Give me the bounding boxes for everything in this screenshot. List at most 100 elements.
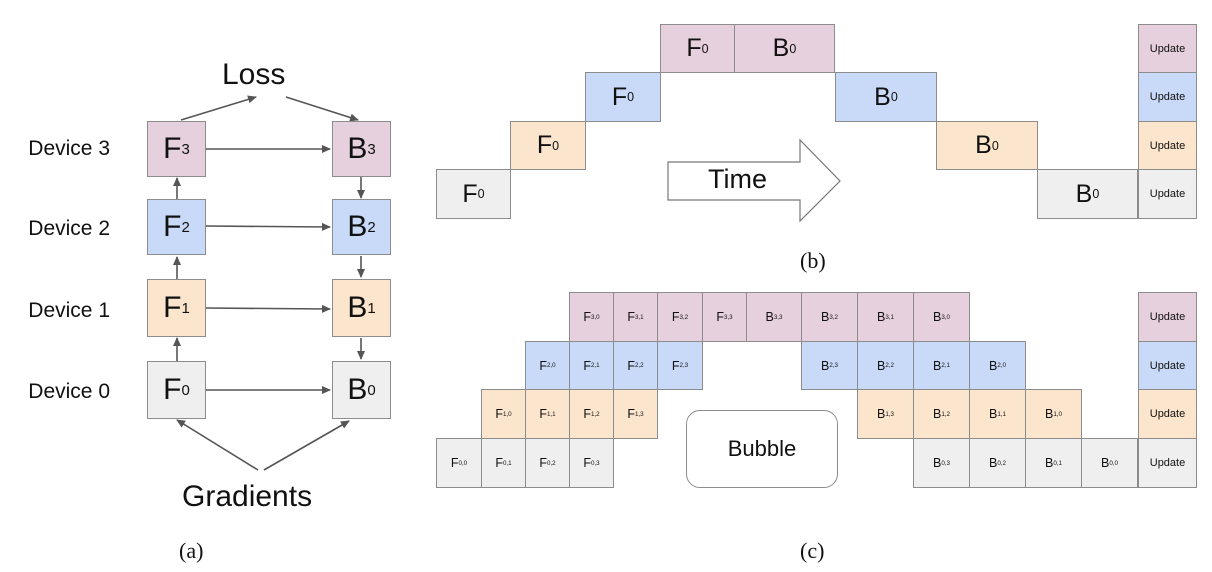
cell-label: B [820, 310, 830, 324]
backward-box-label: B [347, 210, 368, 243]
cell-sub: 2,3 [679, 362, 689, 369]
caption-b: (b) [800, 248, 826, 273]
cell-label: B [765, 310, 774, 324]
caption-a: (a) [179, 538, 204, 563]
cell-sub: 3,0 [941, 313, 951, 321]
cell-label: B [874, 82, 891, 111]
cell-label: F [627, 310, 635, 324]
cell-label: B [988, 456, 998, 470]
cell-label: B [876, 358, 886, 373]
cell-sub: 2,1 [590, 362, 600, 369]
cell-sub: 3,2 [829, 313, 839, 321]
forward-box-label: F [163, 210, 182, 243]
cell-label: B [988, 407, 998, 421]
update-c-d3: Update [1138, 292, 1197, 342]
cell-sub: 0 [477, 187, 485, 201]
update-c-d1: Update [1138, 389, 1197, 439]
forward-box-sub: 0 [181, 381, 190, 399]
backward-box-sub: 1 [367, 299, 376, 317]
cell-sub: 1,2 [941, 410, 951, 418]
device-3-label: Device 3 [28, 137, 110, 160]
backward-box-label: B [347, 373, 368, 406]
cell-label: F [462, 179, 478, 208]
cell-sub: 3,1 [634, 313, 644, 321]
cell-label: F [583, 358, 591, 373]
forward-box-sub: 2 [181, 218, 190, 236]
cell-label: B [975, 131, 992, 159]
cell-sub: 2,0 [546, 362, 556, 369]
forward-box-label: F [163, 291, 182, 324]
cell-sub: 0 [552, 138, 560, 153]
cell-label: F [583, 310, 591, 324]
loss-label: Loss [222, 58, 286, 91]
cell-sub: 3,0 [590, 313, 600, 321]
bubble-box: Bubble [686, 410, 838, 488]
update-c-d0: Update [1138, 438, 1197, 488]
device-1-label: Device 1 [28, 299, 110, 322]
cell-label: F [539, 456, 547, 470]
backward-box-sub: 0 [367, 381, 376, 399]
cell-label: B [988, 358, 998, 373]
cell-label: F [671, 358, 680, 373]
cell-label: F [539, 358, 547, 373]
forward-box-sub: 1 [181, 299, 190, 317]
cell-sub: 0,0 [458, 459, 468, 467]
cell-label: F [536, 131, 553, 159]
cell-sub: 0 [701, 41, 709, 56]
cell-sub: 0 [1092, 187, 1100, 201]
cell-sub: 3,3 [723, 313, 733, 321]
cell-label: B [876, 407, 886, 421]
cell-sub: 2,2 [634, 362, 644, 369]
update-b-d3: Update [1138, 24, 1197, 73]
cell-sub: 0,2 [546, 459, 556, 467]
cell-sub: 1,1 [997, 410, 1007, 418]
cell-sub: 2,1 [941, 362, 951, 369]
cell-label: F [450, 456, 459, 470]
cell-sub: 2,2 [885, 362, 895, 369]
cell-label: F [686, 34, 702, 62]
cell-label: B [820, 358, 830, 373]
update-c-d2: Update [1138, 341, 1197, 390]
caption-c: (c) [800, 538, 825, 563]
backward-box-sub: 2 [367, 218, 376, 236]
cell-sub: 0,0 [1109, 459, 1119, 467]
device-0-label: Device 0 [28, 380, 110, 403]
cell-sub: 2,3 [829, 362, 839, 369]
